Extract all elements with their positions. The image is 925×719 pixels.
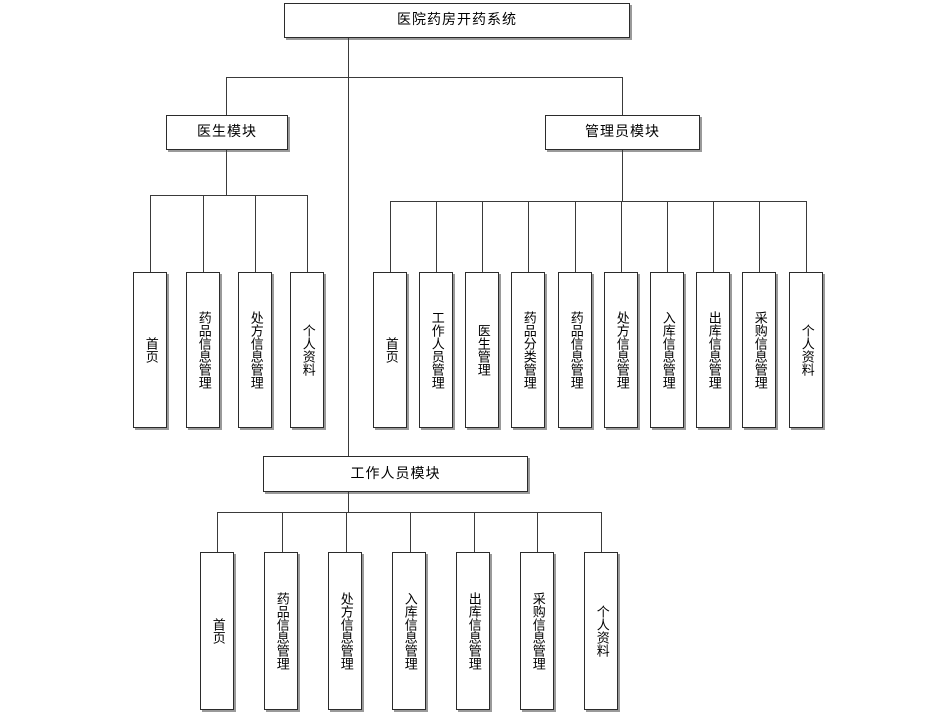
connector-staff-child-3 (410, 512, 411, 552)
leaf-doctor-prescription-info-management[interactable]: 处方信息管理 (238, 272, 272, 428)
connector-staff-child-5 (537, 512, 538, 552)
connector-admin-child-7 (713, 201, 714, 272)
connector-doctor-child-1 (203, 195, 204, 272)
leaf-label: 入库信息管理 (659, 311, 675, 389)
leaf-admin-stock-in-info-management[interactable]: 入库信息管理 (650, 272, 684, 428)
module-node-admin[interactable]: 管理员模块 (545, 115, 700, 150)
leaf-label: 药品信息管理 (273, 592, 289, 670)
leaf-admin-staff-management[interactable]: 工作人员管理 (419, 272, 453, 428)
module-label-doctor: 医生模块 (197, 124, 257, 141)
leaf-staff-prescription-info-management[interactable]: 处方信息管理 (328, 552, 362, 710)
connector-to-admin-module (622, 77, 623, 115)
leaf-admin-stock-out-info-management[interactable]: 出库信息管理 (696, 272, 730, 428)
connector-admin-child-9 (806, 201, 807, 272)
leaf-admin-home[interactable]: 首页 (373, 272, 407, 428)
leaf-doctor-drug-info-management[interactable]: 药品信息管理 (186, 272, 220, 428)
leaf-admin-drug-category-management[interactable]: 药品分类管理 (511, 272, 545, 428)
leaf-doctor-home[interactable]: 首页 (133, 272, 167, 428)
leaf-label: 出库信息管理 (705, 311, 721, 389)
connector-doctor-child-2 (255, 195, 256, 272)
leaf-label: 首页 (142, 337, 158, 363)
connector-admin-child-4 (575, 201, 576, 272)
leaf-label: 药品分类管理 (520, 311, 536, 389)
module-label-admin: 管理员模块 (585, 124, 660, 141)
leaf-label: 处方信息管理 (247, 311, 263, 389)
module-node-staff[interactable]: 工作人员模块 (263, 456, 528, 492)
root-node-label: 医院药房开药系统 (397, 12, 517, 29)
leaf-label: 个人资料 (593, 605, 609, 657)
leaf-admin-doctor-management[interactable]: 医生管理 (465, 272, 499, 428)
leaf-label: 首页 (209, 618, 225, 644)
connector-staff-child-2 (346, 512, 347, 552)
connector-staff-module-down (348, 492, 349, 512)
connector-admin-child-1 (436, 201, 437, 272)
connector-admin-child-3 (528, 201, 529, 272)
connector-staff-child-0 (217, 512, 218, 552)
root-node-hospital-pharmacy-system[interactable]: 医院药房开药系统 (284, 3, 630, 38)
connector-staff-child-6 (601, 512, 602, 552)
module-label-staff: 工作人员模块 (350, 465, 441, 482)
leaf-label: 个人资料 (798, 324, 814, 376)
connector-admin-children-bus (390, 201, 806, 202)
leaf-staff-home[interactable]: 首页 (200, 552, 234, 710)
leaf-admin-prescription-info-management[interactable]: 处方信息管理 (604, 272, 638, 428)
connector-staff-children-bus (217, 512, 601, 513)
leaf-label: 入库信息管理 (401, 592, 417, 670)
connector-top-bus (226, 77, 623, 78)
leaf-admin-drug-info-management[interactable]: 药品信息管理 (558, 272, 592, 428)
connector-staff-child-1 (282, 512, 283, 552)
connector-admin-child-6 (667, 201, 668, 272)
connector-center-spine-to-staff-module (348, 77, 349, 456)
connector-staff-child-4 (474, 512, 475, 552)
connector-root-down (348, 38, 349, 77)
leaf-label: 首页 (382, 337, 398, 363)
leaf-staff-stock-out-info-management[interactable]: 出库信息管理 (456, 552, 490, 710)
connector-doctor-children-bus (150, 195, 308, 196)
leaf-label: 采购信息管理 (751, 311, 767, 389)
connector-doctor-child-0 (150, 195, 151, 272)
leaf-staff-drug-info-management[interactable]: 药品信息管理 (264, 552, 298, 710)
leaf-staff-stock-in-info-management[interactable]: 入库信息管理 (392, 552, 426, 710)
leaf-label: 处方信息管理 (613, 311, 629, 389)
connector-admin-module-down (622, 150, 623, 201)
leaf-label: 工作人员管理 (428, 311, 444, 389)
leaf-label: 个人资料 (299, 324, 315, 376)
leaf-staff-personal-profile[interactable]: 个人资料 (584, 552, 618, 710)
leaf-label: 出库信息管理 (465, 592, 481, 670)
connector-doctor-module-down (226, 150, 227, 195)
leaf-admin-purchase-info-management[interactable]: 采购信息管理 (742, 272, 776, 428)
connector-admin-child-8 (759, 201, 760, 272)
connector-admin-child-2 (482, 201, 483, 272)
leaf-staff-purchase-info-management[interactable]: 采购信息管理 (520, 552, 554, 710)
connector-doctor-child-3 (307, 195, 308, 272)
connector-admin-child-5 (621, 201, 622, 272)
leaf-doctor-personal-profile[interactable]: 个人资料 (290, 272, 324, 428)
connector-admin-child-0 (390, 201, 391, 272)
module-node-doctor[interactable]: 医生模块 (166, 115, 288, 150)
leaf-label: 处方信息管理 (337, 592, 353, 670)
connector-to-doctor-module (226, 77, 227, 115)
leaf-label: 药品信息管理 (195, 311, 211, 389)
leaf-label: 医生管理 (474, 324, 490, 376)
leaf-label: 采购信息管理 (529, 592, 545, 670)
leaf-label: 药品信息管理 (567, 311, 583, 389)
leaf-admin-personal-profile[interactable]: 个人资料 (789, 272, 823, 428)
